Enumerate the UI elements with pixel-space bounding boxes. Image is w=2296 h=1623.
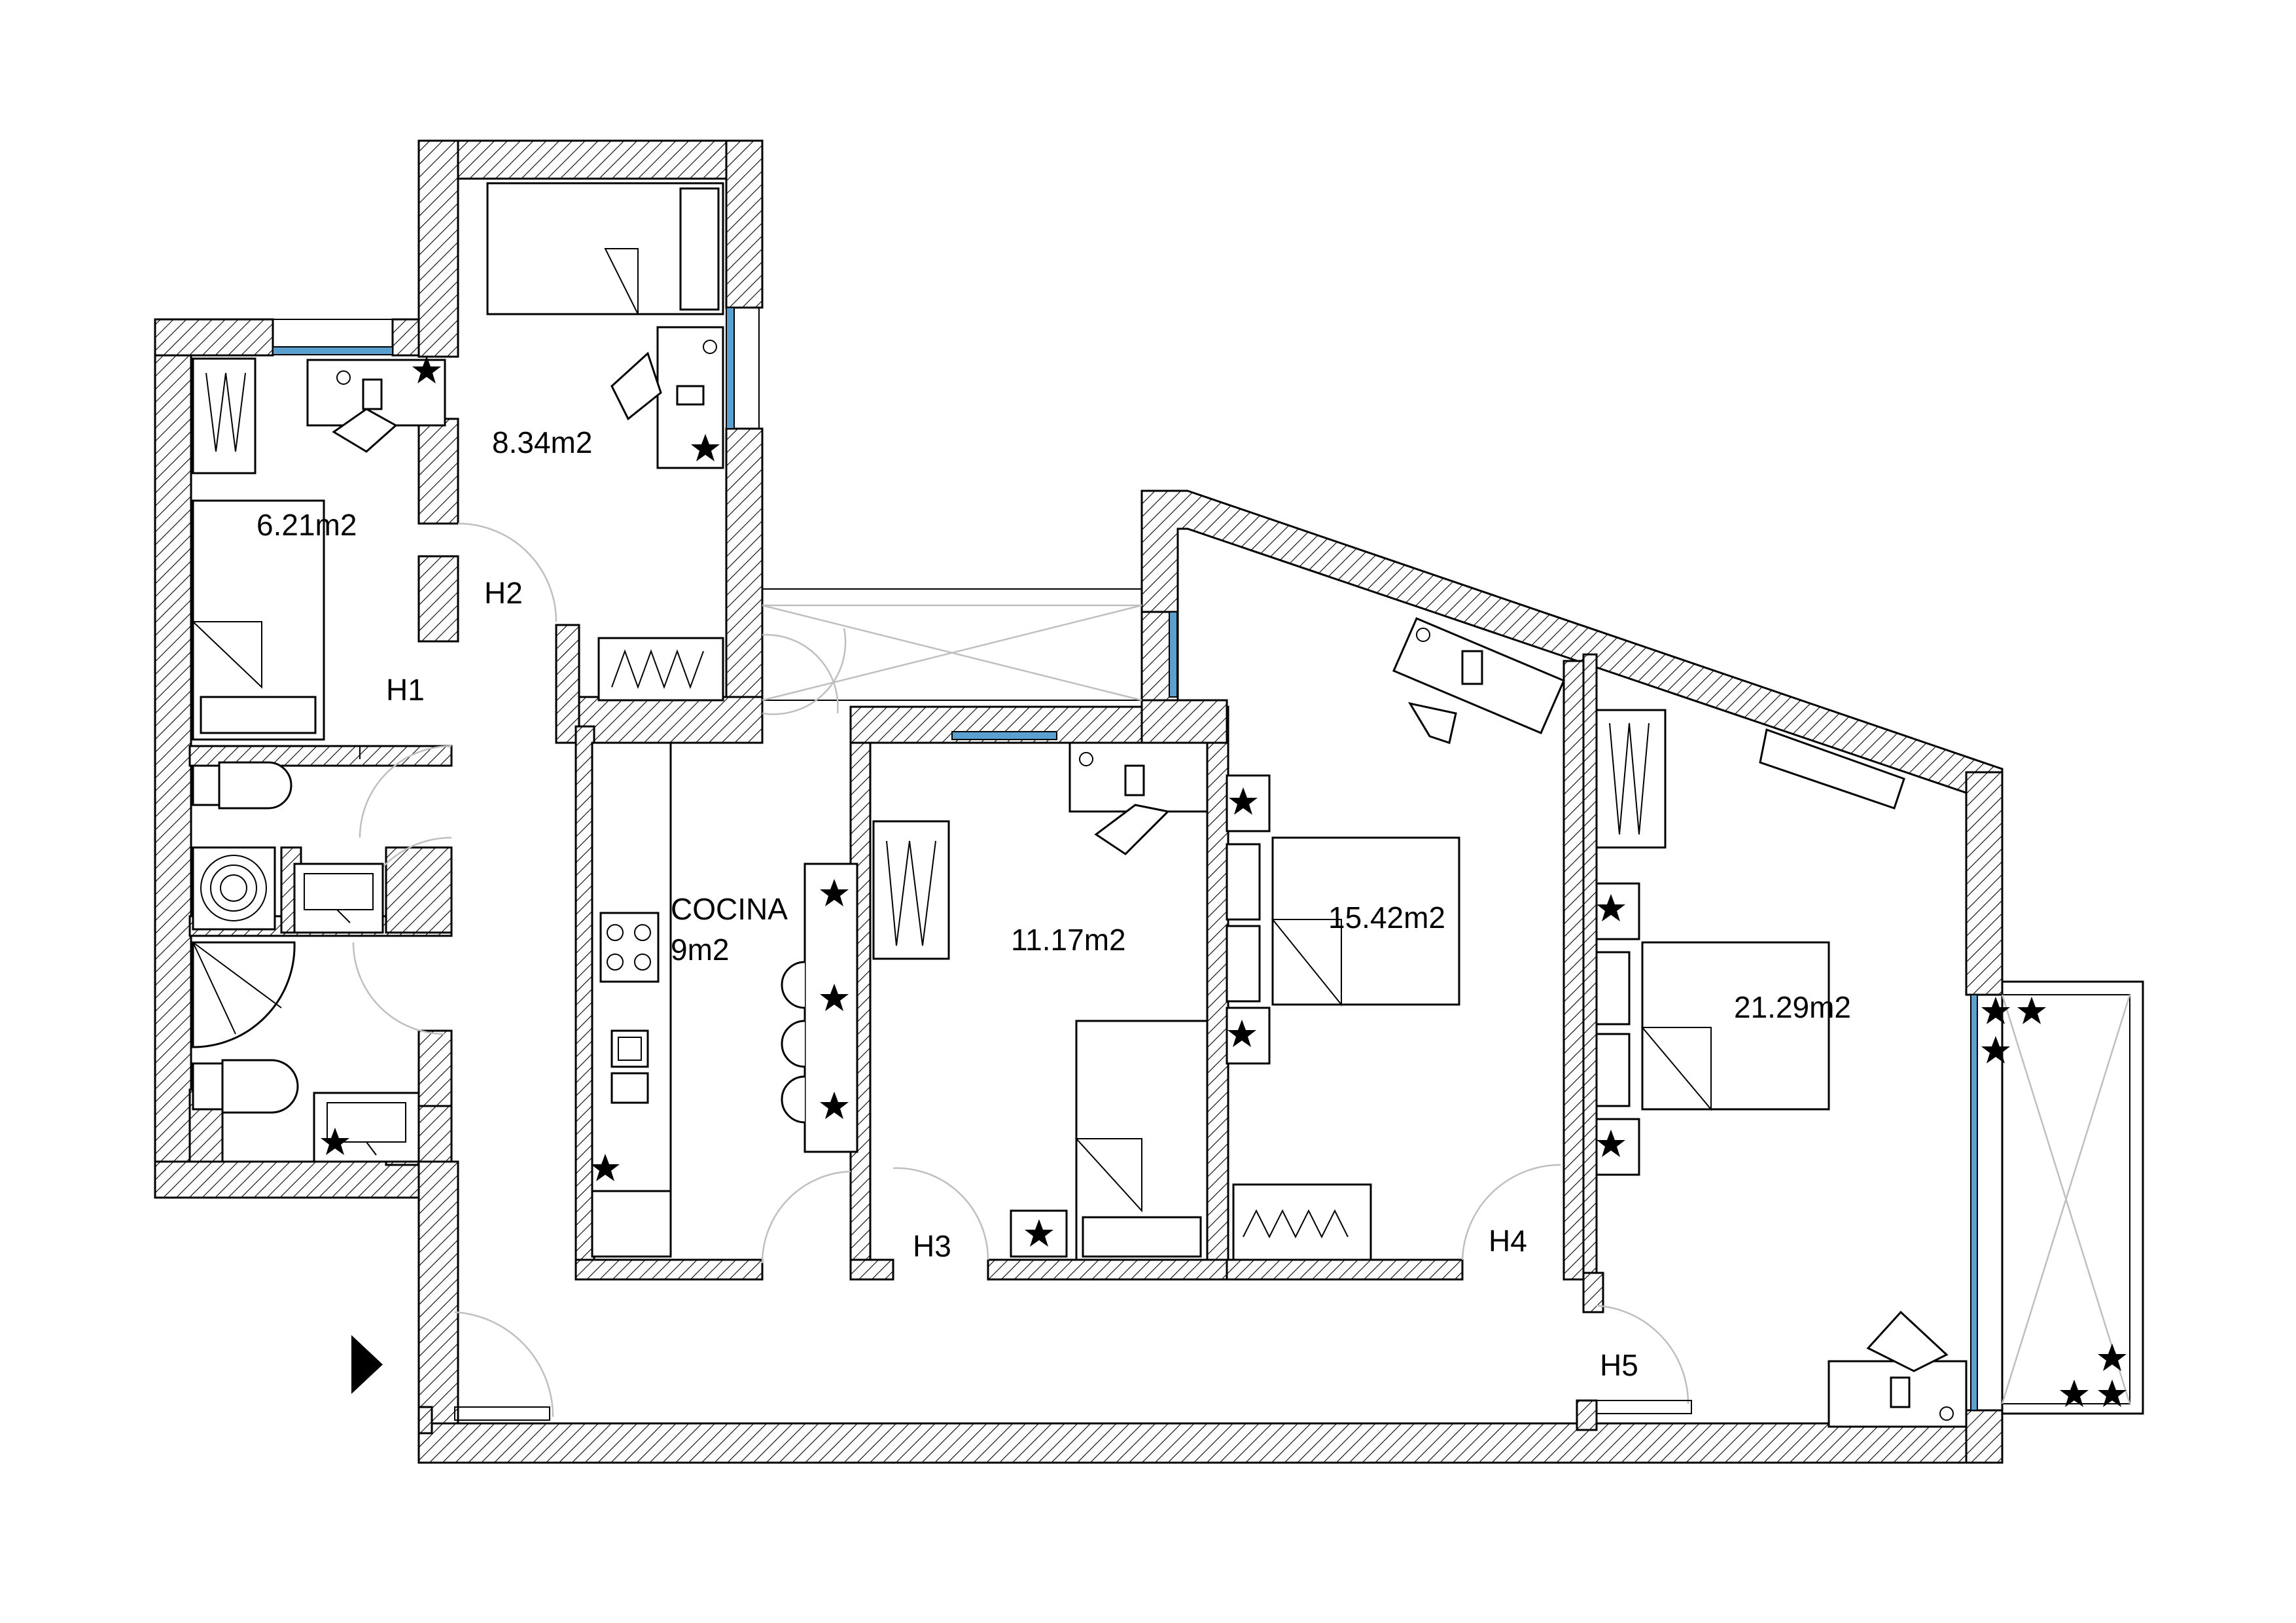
room-area-bedroom-e: 21.29m2	[1734, 990, 1851, 1024]
balconies	[762, 588, 2144, 1415]
wardrobe-icon	[1595, 709, 1667, 849]
sink-icon	[610, 1029, 649, 1104]
plant-icon	[2017, 997, 2046, 1024]
plant-pot	[1595, 1118, 1640, 1176]
toilet-icon	[192, 761, 292, 810]
room-area-bedroom-b: 8.34m2	[492, 425, 592, 459]
wardrobe-icon	[192, 357, 256, 474]
wardrobe-icon	[597, 637, 724, 702]
desk-icon	[1828, 1310, 1968, 1428]
door-label-h4: H4	[1489, 1224, 1527, 1258]
bed-icon	[1074, 1020, 1209, 1261]
room-area-bedroom-a: 6.21m2	[256, 508, 357, 542]
door-label-h3: H3	[913, 1229, 951, 1263]
door-label-h1: H1	[386, 673, 425, 707]
desk-icon	[610, 326, 724, 469]
wardrobe-icon	[872, 820, 950, 960]
door-label-h5: H5	[1600, 1348, 1638, 1382]
shower-icon	[192, 846, 276, 931]
windows	[272, 307, 1978, 1411]
kitchen-counter	[591, 741, 672, 1258]
plant-icon	[2098, 1344, 2127, 1371]
kitchen-title: COCINA	[671, 892, 788, 926]
room-area-bedroom-c: 11.17m2	[1011, 923, 1126, 957]
shelf	[1759, 728, 1905, 810]
entrance-arrow-icon	[351, 1335, 383, 1394]
bed-icon	[1226, 836, 1460, 1007]
wardrobe-icon	[1232, 1183, 1372, 1261]
labels: 6.21m2 8.34m2 COCINA 9m2 11.17m2 15.42m2…	[256, 425, 1851, 1382]
bed-icon	[191, 499, 325, 741]
desk-icon	[1069, 741, 1209, 855]
sink-icon	[293, 863, 384, 934]
plant-icon	[1981, 1036, 2010, 1063]
plant-pot	[1595, 882, 1640, 940]
stove-icon	[599, 912, 660, 983]
room-area-bedroom-d: 15.42m2	[1328, 901, 1445, 935]
door-label-h2: H2	[484, 576, 523, 610]
plant-icon	[1981, 997, 2010, 1024]
shower-icon	[192, 941, 296, 1048]
kitchen-area: 9m2	[671, 933, 729, 967]
plant-icon	[2060, 1380, 2089, 1407]
desk-icon	[1392, 617, 1565, 744]
bed-icon	[1595, 941, 1830, 1111]
kitchen-bar	[781, 863, 858, 1153]
toilet-icon	[192, 1059, 299, 1114]
plant-icon	[2098, 1380, 2127, 1407]
bed-icon	[486, 182, 724, 315]
